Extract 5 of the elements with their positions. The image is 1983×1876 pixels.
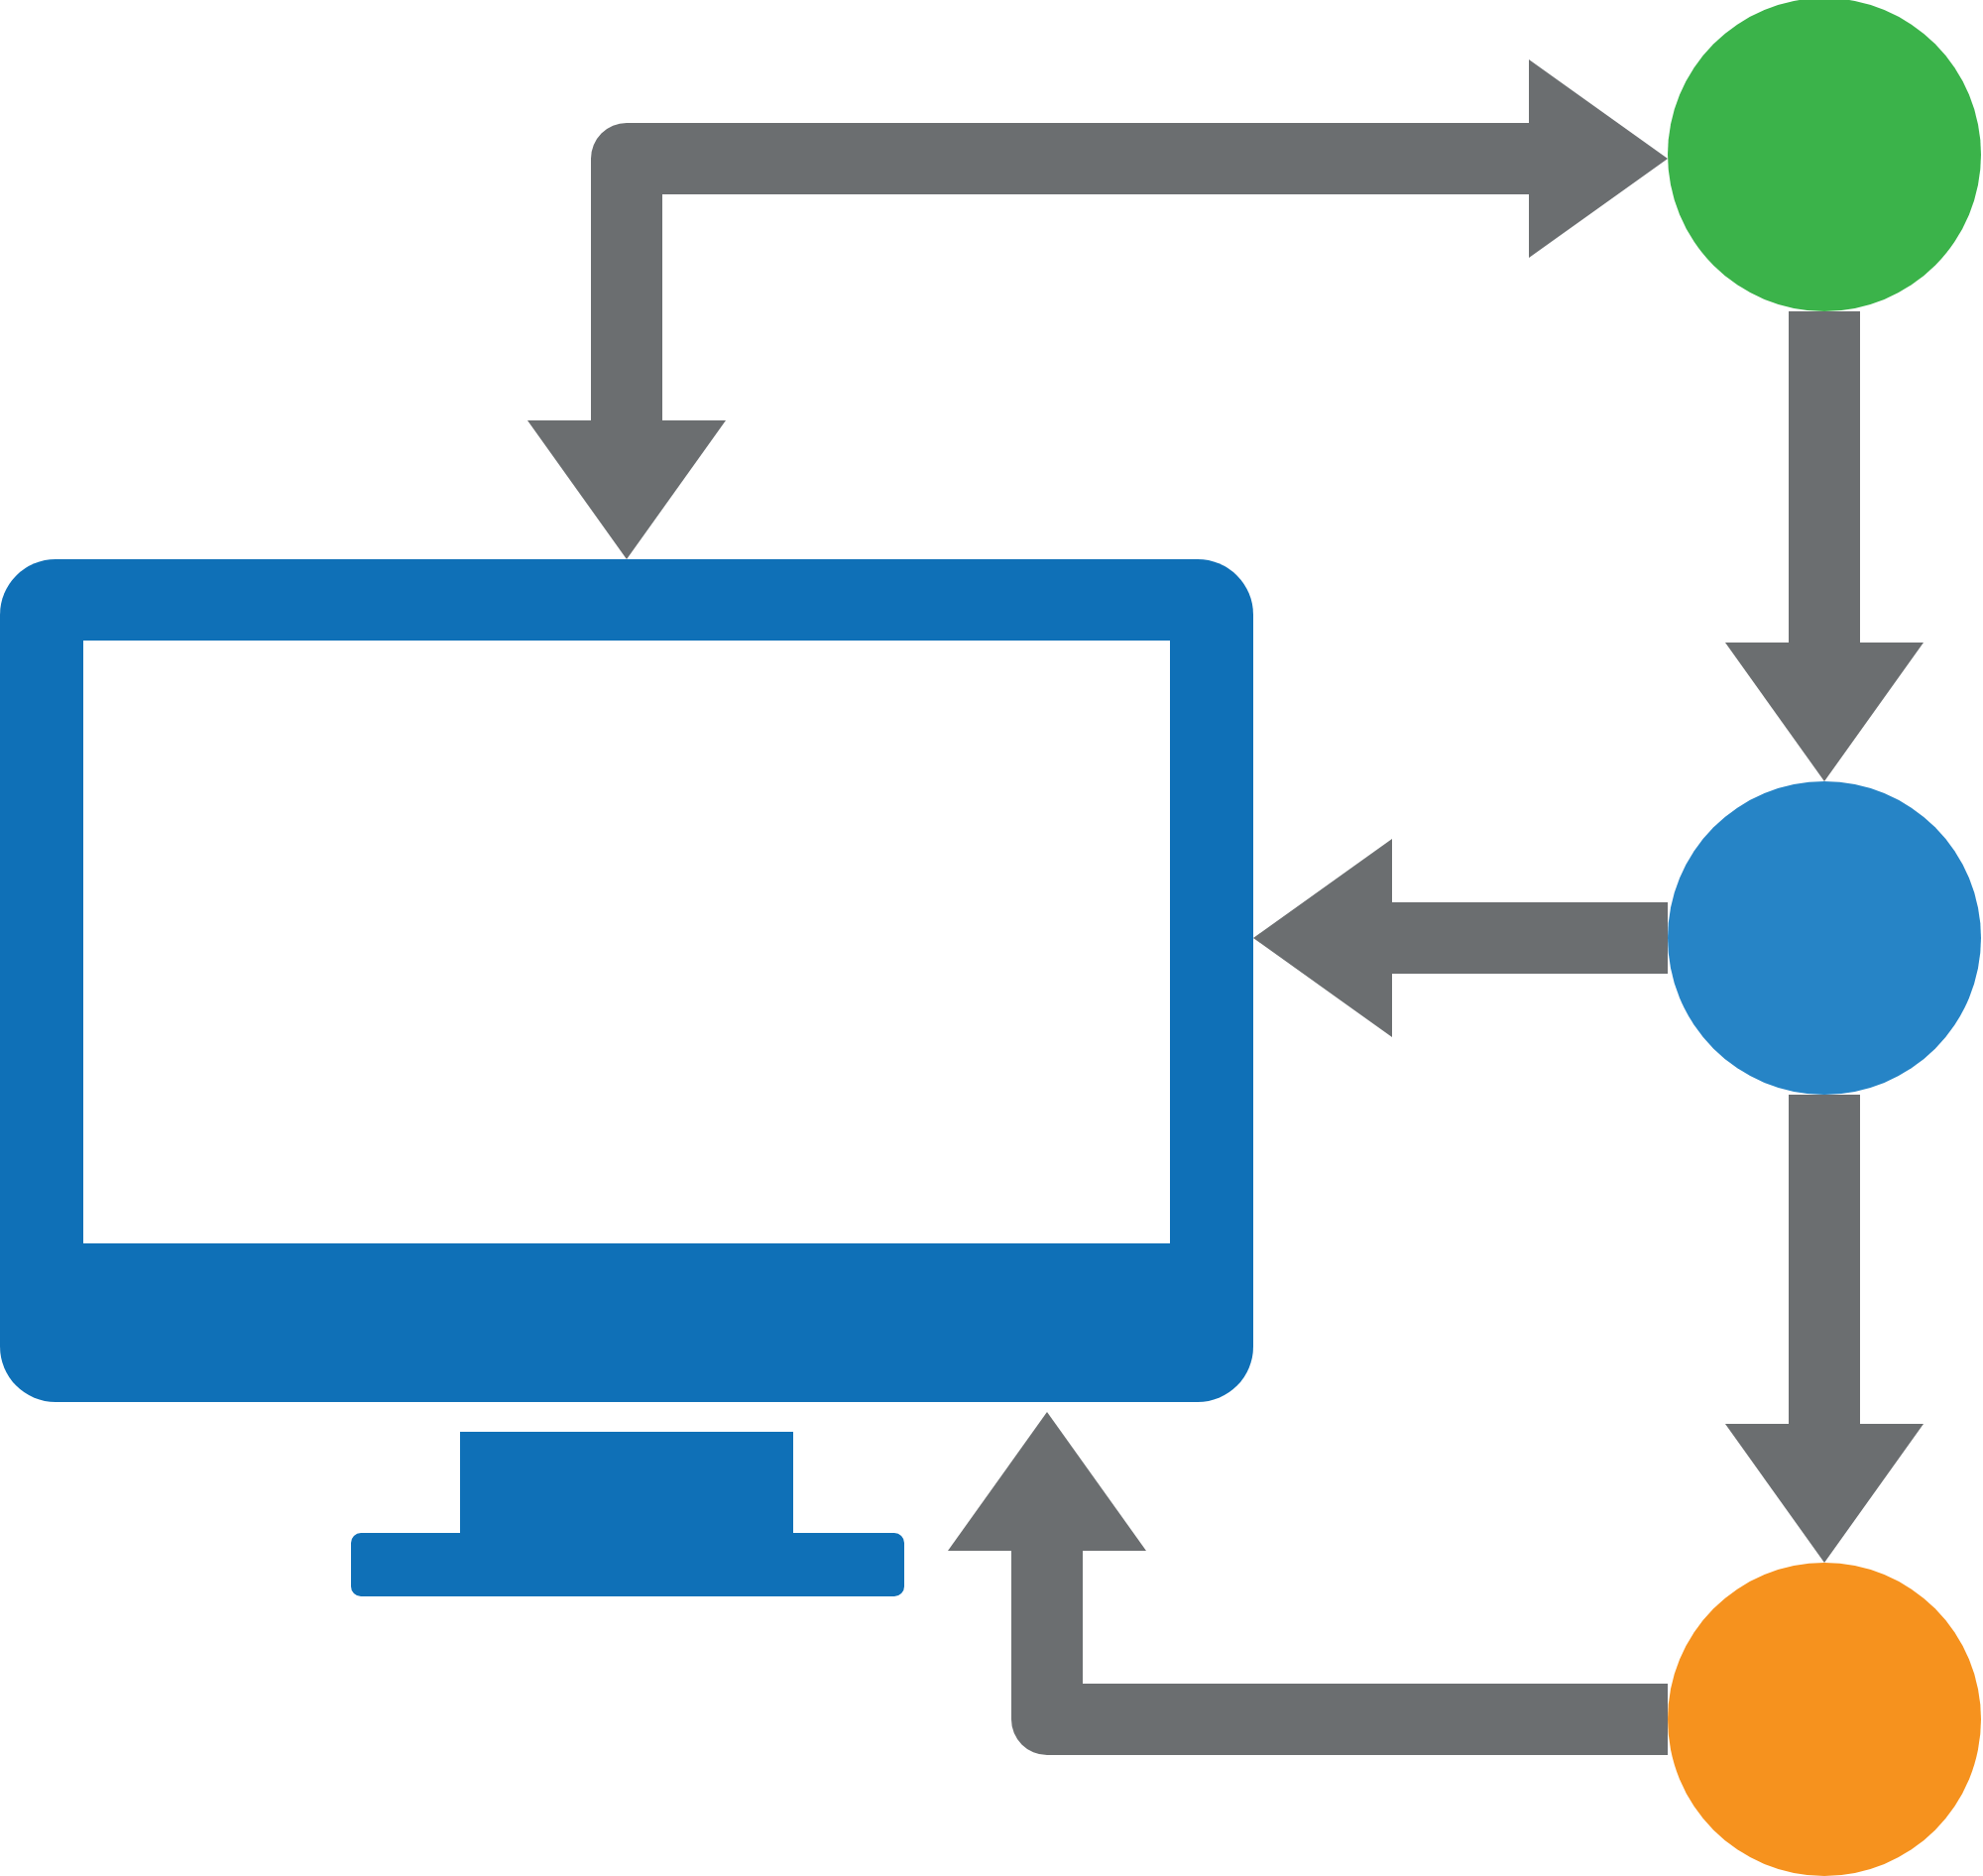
arrow [1253,839,1668,1037]
arrow [527,59,1668,559]
arrow [948,1412,1668,1755]
arrow [1725,1095,1924,1563]
arrow [1725,311,1924,781]
